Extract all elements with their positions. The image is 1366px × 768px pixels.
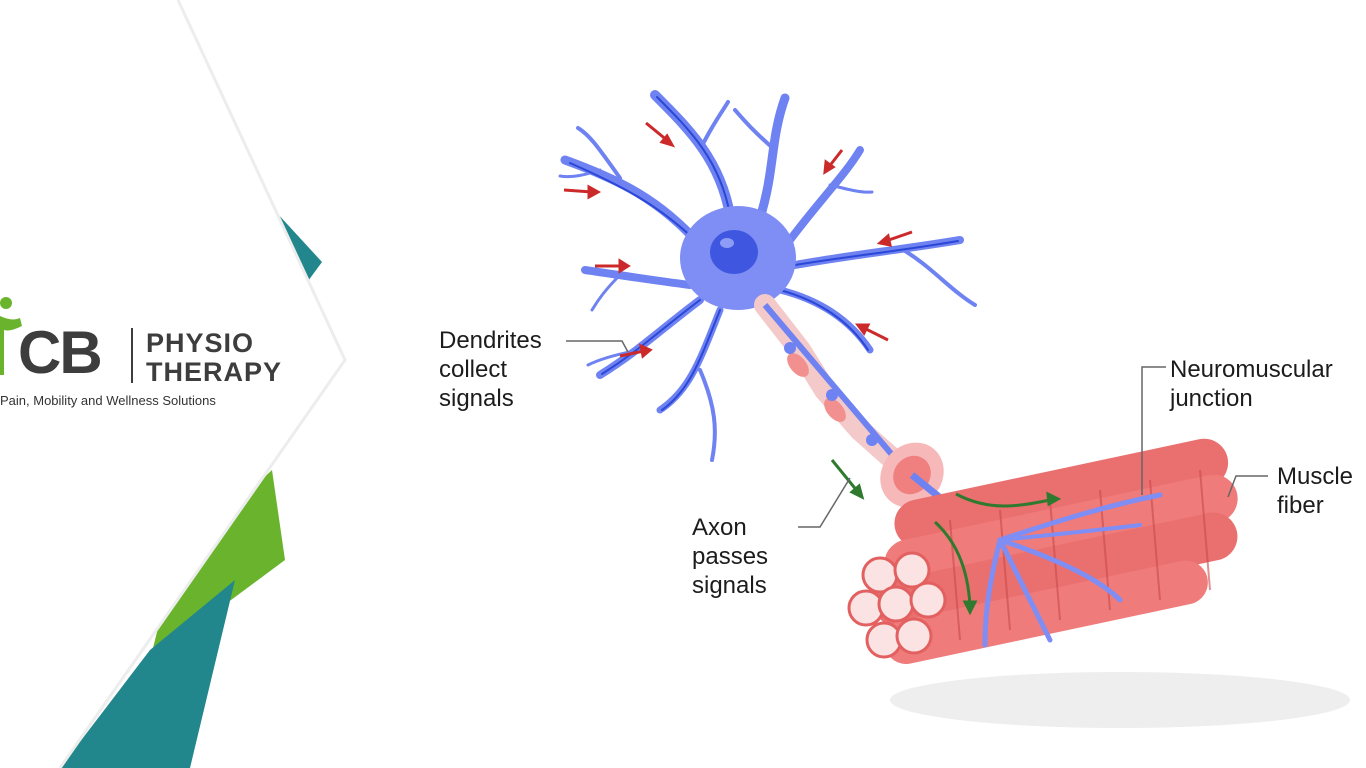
signal-arrows-green [830, 459, 1062, 616]
brand-divider [131, 328, 133, 383]
label-axon-line3: signals [692, 572, 767, 599]
label-axon-line2: passes [692, 543, 769, 570]
label-axon: Axon passes signals [692, 513, 768, 600]
label-junction-line1: Neuromuscular [1170, 356, 1333, 383]
muscle-fibers [847, 438, 1238, 664]
muscle-shadow [890, 672, 1350, 728]
label-dendrites-line2: collect [439, 356, 508, 383]
brand-therapy: THERAPY [146, 357, 283, 387]
signal-arrows-red [563, 121, 913, 359]
label-muscle-fiber: Muscle fiber [1277, 462, 1353, 520]
label-dendrites-line1: Dendrites [439, 327, 542, 354]
neuron-dendrites-dark [569, 96, 959, 411]
brand-cb-wordmark: CB [18, 319, 103, 386]
white-chevron-panel [0, 0, 345, 768]
label-dendrites-line3: signals [439, 385, 514, 412]
teal-stripe-lower [60, 580, 235, 768]
nucleus-highlight [720, 238, 734, 248]
nerve-branches [982, 492, 1163, 648]
label-axon-line1: Axon [692, 514, 747, 541]
label-muscle-line1: Muscle [1277, 463, 1354, 490]
green-stripe [150, 470, 285, 660]
brand-physio: PHYSIO [146, 328, 255, 358]
chevron-edge [58, 0, 347, 768]
label-muscle-line2: fiber [1277, 492, 1324, 519]
leader-lines [566, 340, 1268, 528]
neuron-nucleus [710, 230, 758, 274]
label-neuromuscular-junction: Neuromuscular junction [1170, 355, 1333, 413]
label-junction-line2: junction [1170, 385, 1253, 412]
label-dendrites: Dendrites collect signals [439, 326, 542, 413]
brand-tagline: Pain, Mobility and Wellness Solutions [0, 393, 216, 408]
logo-figure-icon [0, 297, 22, 375]
